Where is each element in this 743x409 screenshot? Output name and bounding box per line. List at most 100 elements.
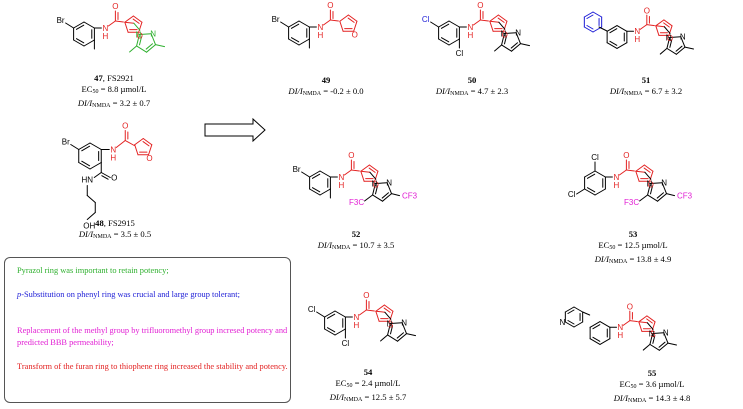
bond bbox=[430, 21, 440, 28]
double-bond bbox=[567, 319, 575, 325]
double-bond bbox=[75, 38, 85, 44]
bond bbox=[639, 24, 648, 30]
bond bbox=[374, 170, 379, 182]
bond bbox=[136, 45, 148, 53]
di-prefix: DI/I bbox=[329, 392, 345, 402]
bond bbox=[675, 46, 686, 55]
ring-heteroatom: O bbox=[137, 31, 143, 40]
double-bond bbox=[592, 324, 601, 330]
substituent-label: Cl bbox=[456, 49, 464, 58]
double-bond bbox=[592, 336, 601, 342]
bond bbox=[638, 321, 643, 332]
bond bbox=[387, 334, 399, 342]
bond bbox=[298, 38, 310, 46]
bond bbox=[358, 309, 367, 316]
bond bbox=[322, 19, 331, 26]
bond bbox=[658, 342, 669, 351]
bond bbox=[576, 188, 586, 195]
double-bond bbox=[609, 28, 618, 34]
ec50-sub: 50 bbox=[630, 384, 637, 390]
cf3-label: F3C bbox=[624, 198, 639, 207]
double-bond bbox=[675, 45, 683, 52]
bond bbox=[644, 171, 652, 180]
carbonyl-o: O bbox=[623, 151, 629, 160]
compound-48-label: 48, FS2915 DI/INMDA = 3.5 ± 0.5 bbox=[60, 218, 170, 243]
bond bbox=[288, 38, 300, 46]
double-bond bbox=[101, 175, 109, 180]
amide-n: N bbox=[634, 27, 640, 36]
bond bbox=[649, 333, 654, 345]
bond bbox=[124, 15, 134, 23]
compound-55-di: DI/INMDA = 14.3 ± 4.8 bbox=[592, 393, 712, 407]
bond bbox=[406, 333, 417, 337]
cf3-label: F3C bbox=[349, 198, 364, 207]
amide-n: N bbox=[614, 173, 620, 182]
bond bbox=[150, 33, 157, 46]
bond bbox=[386, 182, 393, 195]
compound-53-label: 53 EC50 = 12.5 µmol/L DI/INMDA = 13.8 ± … bbox=[573, 229, 693, 268]
bond bbox=[438, 20, 450, 28]
bond bbox=[129, 45, 138, 53]
bond bbox=[146, 44, 157, 53]
bond bbox=[582, 311, 591, 316]
chemical-structures bbox=[65, 9, 695, 351]
pyrazole-n: N bbox=[666, 33, 672, 42]
bond bbox=[647, 183, 651, 196]
bond bbox=[573, 321, 584, 328]
di-value: = 3.5 ± 0.5 bbox=[111, 229, 152, 239]
double-bond bbox=[368, 167, 376, 173]
nmda-sub: NMDA bbox=[93, 234, 112, 240]
compound-53-ec50: EC50 = 12.5 µmol/L bbox=[573, 240, 693, 254]
bond bbox=[651, 321, 656, 332]
bond bbox=[369, 171, 377, 180]
bond bbox=[643, 164, 654, 172]
bond bbox=[652, 332, 665, 335]
nmda-sub: NMDA bbox=[92, 103, 111, 109]
bond bbox=[364, 194, 374, 202]
bond bbox=[583, 26, 594, 33]
di-prefix: DI/I bbox=[613, 393, 629, 403]
ring-heteroatom: S bbox=[388, 320, 393, 329]
amide-h: H bbox=[318, 31, 324, 40]
amide-h: H bbox=[468, 31, 474, 40]
substituent-label: Br bbox=[62, 138, 70, 147]
double-bond bbox=[347, 17, 355, 23]
compound-50-label: 50 DI/INMDA = 4.7 ± 2.3 bbox=[422, 75, 522, 100]
bond bbox=[360, 164, 370, 172]
double-bond bbox=[652, 335, 656, 344]
bond bbox=[668, 25, 673, 36]
bond bbox=[589, 338, 601, 345]
carbonyl-o: O bbox=[363, 291, 369, 300]
di-prefix: DI/I bbox=[288, 86, 303, 96]
carbonyl-o: O bbox=[122, 122, 128, 131]
pyrazole-n: N bbox=[663, 329, 669, 338]
ring-heteroatom: O bbox=[648, 180, 654, 189]
double-bond bbox=[311, 173, 321, 179]
cf3-label: CF3 bbox=[677, 192, 693, 201]
bond bbox=[663, 19, 673, 27]
bond bbox=[309, 170, 321, 178]
compound-47-ec50: EC50 = 8.8 µmol/L bbox=[64, 84, 164, 98]
bond bbox=[280, 21, 290, 28]
bond bbox=[134, 138, 144, 146]
bond bbox=[138, 21, 143, 33]
compound-47-name: , FS2921 bbox=[102, 73, 134, 83]
amide-h: H bbox=[339, 181, 345, 190]
pyrazole-n: N bbox=[501, 30, 507, 39]
ring-heteroatom: O bbox=[502, 30, 508, 39]
sar-summary-box: Pyrazol ring was important to retain pot… bbox=[4, 257, 291, 403]
double-bond bbox=[326, 313, 336, 319]
bond bbox=[646, 24, 655, 27]
bond bbox=[353, 20, 358, 32]
ec50-value: = 12.5 µmol/L bbox=[615, 240, 668, 250]
pyrazole-n: N bbox=[515, 29, 521, 38]
pyridine-n: N bbox=[559, 318, 565, 327]
amide-n: N bbox=[339, 173, 345, 182]
bond bbox=[319, 170, 331, 178]
bond bbox=[661, 182, 668, 195]
amide-h: H bbox=[617, 331, 623, 340]
bond bbox=[599, 338, 611, 345]
compound-49-di: DI/INMDA = -0.2 ± 0.0 bbox=[276, 86, 376, 100]
double-bond bbox=[326, 327, 336, 333]
bond bbox=[375, 310, 386, 313]
